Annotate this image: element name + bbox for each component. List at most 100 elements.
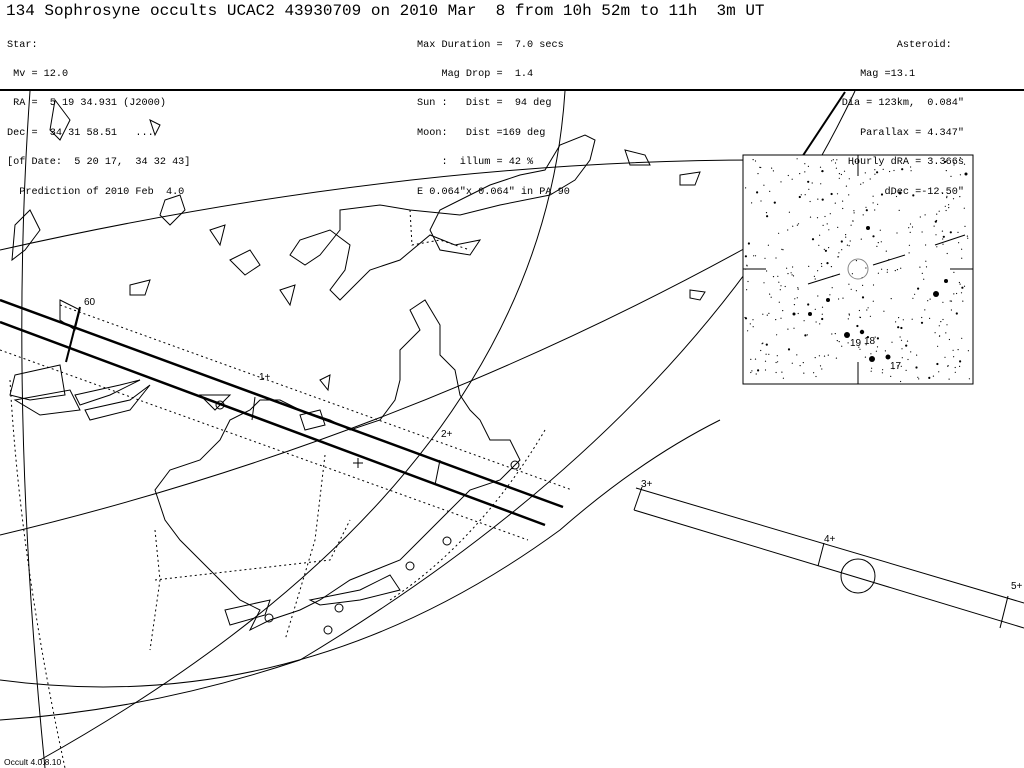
site-marker (442, 536, 452, 546)
star-dot (791, 274, 793, 276)
star-dot (842, 200, 844, 202)
star-dot (821, 170, 824, 173)
star-dot (763, 282, 765, 284)
star-dot (929, 298, 931, 300)
star-dot (865, 267, 867, 269)
star-dot (782, 377, 785, 379)
star-dot (905, 344, 908, 347)
star-dot (948, 378, 950, 380)
star-dot (949, 231, 952, 234)
star-dot (960, 292, 963, 294)
star-dot (862, 214, 864, 216)
star-dot (747, 280, 749, 283)
asteroid-dia: Dia = 123km, 0.084" (841, 98, 964, 110)
star-dot (928, 376, 931, 379)
site-marker (334, 603, 344, 613)
star-dot (897, 326, 900, 329)
star-dot (791, 362, 793, 364)
star-dot (962, 300, 964, 302)
star-dot (747, 242, 751, 245)
star-dot (791, 178, 793, 180)
star-dot (901, 168, 904, 171)
star-dot (837, 226, 839, 228)
star-dot (760, 200, 762, 202)
star-dot (818, 355, 821, 357)
star-chart-frame (742, 154, 974, 385)
star-dot (817, 295, 819, 297)
star-dot (910, 351, 912, 353)
star-dot (880, 241, 882, 243)
star-dot (860, 238, 862, 240)
meridian-right (39, 90, 566, 761)
path2-north (635, 487, 1024, 604)
star-dot (889, 170, 891, 173)
star-dot (874, 336, 876, 338)
star-dot (858, 309, 861, 312)
star-dot (861, 296, 865, 299)
star-dot (793, 304, 796, 306)
star-dot (953, 164, 955, 166)
star-dot (767, 244, 770, 246)
star-dot (866, 309, 868, 311)
star-dot (834, 162, 837, 164)
star-dot (804, 163, 806, 165)
star-dot (828, 229, 830, 231)
star-dot (834, 333, 836, 335)
site-marker (510, 460, 520, 470)
star-dot (823, 248, 825, 250)
star-dot (908, 252, 910, 254)
star-dot (945, 170, 947, 172)
star-dot (917, 287, 920, 290)
star-dot (778, 232, 780, 234)
star-dot (876, 245, 878, 247)
star-dot (781, 248, 783, 250)
star-dot (860, 158, 863, 160)
star-dot (925, 244, 927, 246)
star-dot (811, 238, 815, 241)
star-dot (842, 297, 844, 299)
star-dot (953, 293, 955, 295)
star-dot (963, 207, 965, 209)
star-dot (836, 159, 838, 161)
star-dot (775, 319, 777, 321)
star-dot (772, 170, 775, 172)
star-dot (866, 336, 870, 339)
star-dot (847, 342, 849, 344)
star-dot (790, 272, 792, 274)
star-dot (850, 224, 852, 226)
star-dot (934, 220, 937, 223)
star-dot (788, 211, 791, 213)
star-dot (900, 326, 903, 330)
star-dot (968, 378, 971, 380)
star-dot (808, 188, 810, 190)
asteroid-parallax: Parallax = 4.347" (860, 127, 964, 139)
star-dot (816, 217, 819, 219)
star-dot (938, 210, 940, 212)
star-dot (838, 173, 841, 175)
star-dot (862, 182, 864, 184)
star-dot (918, 378, 920, 380)
star-dot (782, 249, 784, 251)
star-dot (821, 313, 823, 315)
star-dot (945, 332, 947, 334)
star-dot (850, 288, 852, 290)
star-dot (797, 287, 799, 289)
star-dot (948, 338, 951, 341)
star-dot (747, 330, 749, 332)
star-dot (874, 169, 876, 171)
star-dot (886, 271, 888, 273)
star-dot (821, 306, 824, 308)
star-dot (780, 317, 782, 319)
parallel-top (0, 159, 761, 251)
star-dot (834, 202, 836, 204)
star-dot (872, 195, 874, 197)
asteroid-shadow-circle (840, 558, 876, 594)
star-dot (864, 356, 867, 358)
star-dot (853, 212, 855, 214)
star-dot (895, 321, 897, 323)
star-dot (953, 356, 955, 358)
star-dot (895, 195, 898, 198)
star-dot (852, 220, 854, 222)
site-marker (264, 613, 274, 623)
